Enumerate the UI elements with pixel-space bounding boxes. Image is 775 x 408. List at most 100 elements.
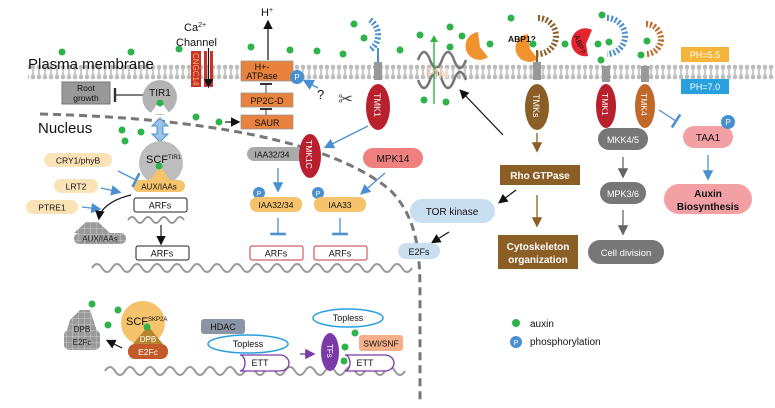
h-atpase-box	[240, 60, 294, 82]
tmk1-right-receptor	[606, 15, 628, 57]
auxin-dot	[114, 306, 122, 314]
ph-outside-box	[681, 47, 729, 62]
dpb-degradation-arrow	[105, 339, 123, 349]
auxin-dot	[442, 98, 450, 106]
auxin-dot	[341, 343, 349, 351]
auxin-dot	[155, 162, 163, 170]
rho-gtpase-box	[500, 165, 580, 185]
auxin-dot	[156, 99, 164, 107]
auxin-dot	[313, 47, 321, 55]
phospho-icon	[721, 115, 735, 129]
tmk4-kinase	[635, 84, 655, 128]
mpk14-arrow	[360, 172, 386, 195]
auxin-dot	[351, 329, 359, 337]
topless-left-label: Topless	[233, 339, 264, 349]
auxin-dot	[486, 40, 494, 48]
dpb-bound	[133, 326, 163, 344]
pp2c-d-box	[240, 92, 294, 108]
rho-gtpase-label: Rho GTPase	[510, 171, 570, 182]
auxin-dot	[605, 38, 613, 46]
channel-subunit	[204, 51, 207, 87]
ph-outside-label: PH=5.5	[690, 50, 720, 60]
e2fc-bound	[128, 344, 168, 359]
pin-arrowhead	[430, 35, 438, 42]
auxin-molecules	[58, 11, 651, 365]
pp2c-d-label: PP2C-D	[250, 96, 284, 106]
root-growth-box	[61, 81, 111, 105]
hdac-label: HDAC	[210, 322, 236, 332]
auxin-dot	[118, 126, 126, 134]
auxin-dot	[420, 96, 428, 104]
arfs-label-2: ARFs	[151, 249, 174, 259]
tmk1-receptor-domain	[368, 17, 381, 53]
iaa32-34-box	[247, 147, 305, 161]
tmks-receptor-domain	[537, 15, 559, 57]
tmk4-label: TMK4	[639, 93, 649, 116]
auxin-biosynthesis-box	[664, 184, 752, 214]
question-mark: ?	[317, 87, 324, 102]
auxin-dot	[360, 34, 368, 42]
cytoskeleton-line2: organization	[508, 255, 567, 266]
degraded-aux-iaas	[74, 233, 126, 244]
aux-iaas-label: AUX/IAAs	[141, 183, 177, 192]
h-atpase-line1: H+-	[255, 62, 270, 72]
tmk4-receptor	[645, 21, 664, 57]
auxin-dot	[637, 51, 645, 59]
auxin-dot	[598, 11, 606, 19]
iaa32-34-p-label: IAA32/34	[259, 200, 294, 210]
degraded-aux-top	[74, 222, 110, 233]
pin-transporter	[416, 50, 468, 90]
auxin-dot	[416, 31, 424, 39]
tmks-label: TMKs	[531, 94, 541, 118]
degraded-e2fc-base	[64, 330, 100, 350]
auxin-dot	[58, 48, 66, 56]
phospho-p: P	[294, 73, 299, 82]
scissors-icon: ✂	[338, 89, 353, 109]
tor-to-e2fs-arrow	[430, 231, 450, 244]
auxin-dot	[339, 50, 347, 58]
legend-auxin-label: auxin	[530, 319, 554, 330]
iaa32-34-p-box	[250, 197, 302, 212]
auxin-dot	[88, 300, 96, 308]
topless-left	[207, 334, 289, 354]
plasma-membrane-label: Plasma membrane	[28, 56, 154, 73]
arfs-box-3	[249, 245, 304, 261]
ph-inside-box	[681, 79, 729, 94]
arfs-label-4: ARFs	[329, 249, 352, 259]
arfs-label-1: ARFs	[149, 201, 172, 211]
tor-kinase-box	[410, 199, 495, 223]
auxin-dot	[286, 46, 294, 54]
ptre1-label: PTRE1	[38, 203, 66, 213]
auxin-dot	[104, 321, 112, 329]
auxin-dot	[396, 46, 404, 54]
tmk1-transmembrane	[374, 62, 382, 80]
cry1-phyb-box	[44, 153, 112, 167]
iaa33-box	[314, 197, 366, 212]
ptre1-arrow	[81, 202, 102, 214]
arfs-box-2	[135, 245, 190, 261]
cytoskeleton-box	[498, 235, 578, 269]
phospho-icon	[312, 187, 324, 199]
iaa32-34-label: IAA32/34	[255, 150, 290, 160]
pin-label: PIN	[425, 65, 448, 81]
arfs-box-1	[133, 197, 188, 213]
phospho-icon	[253, 187, 265, 199]
tmk1-cleavage-arrow	[323, 125, 369, 149]
root-growth-line1: Root	[77, 83, 96, 93]
aux-iaa-peak	[150, 166, 170, 180]
tmk1-right-label: TMK1	[600, 93, 610, 116]
tmk1-kinase	[366, 84, 390, 130]
auxin-dot	[529, 40, 537, 48]
channel-subunit	[210, 51, 213, 87]
phospho-p: P	[257, 191, 262, 198]
degraded-aux-iaas-label: AUX/IAAs	[82, 235, 118, 244]
cell-division-label: Cell division	[601, 248, 652, 259]
tor-kinase-label: TOR kinase	[426, 207, 479, 218]
arfs-box-4	[313, 245, 368, 261]
ett-right	[344, 354, 395, 372]
tmk1c-kinase	[299, 134, 321, 178]
legend-phospho-p: P	[514, 340, 519, 347]
rho-to-pin-arrow	[459, 89, 504, 136]
legend-phospho-icon	[510, 336, 522, 348]
